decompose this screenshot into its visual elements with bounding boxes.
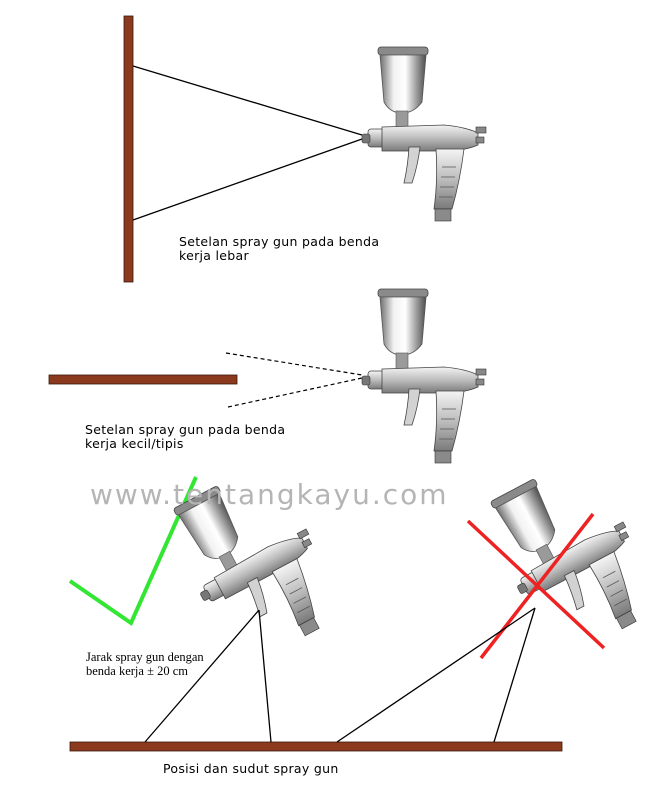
spray-fan-dashed-bottom: [227, 377, 363, 408]
spray-gun-icon: [361, 288, 487, 464]
spray-line-right-inner: [493, 607, 536, 743]
check-mark-icon: [68, 476, 198, 627]
spray-fan-bottom-line: [132, 138, 363, 221]
label-distance-line1: Jarak spray gun dengan: [86, 650, 204, 664]
spray-fan-top-line: [132, 65, 363, 136]
workpiece-wide: [123, 15, 134, 283]
label-thin-workpiece-line2: kerja kecil/tipis: [85, 436, 184, 451]
watermark-text: www.tentangkayu.com: [90, 478, 449, 511]
spray-line-left-inner: [258, 609, 272, 743]
spray-fan-dashed-top: [225, 352, 363, 376]
spray-line-left-outer: [144, 609, 260, 743]
label-distance-line2: benda kerja ± 20 cm: [86, 664, 188, 678]
workpiece-thin: [48, 374, 238, 385]
spray-gun-icon: [361, 46, 487, 222]
label-thin-workpiece-line1: Setelan spray gun pada benda: [85, 422, 286, 437]
label-position-angle: Posisi dan sudut spray gun: [163, 761, 339, 776]
label-wide-workpiece-line2: kerja lebar: [179, 248, 249, 263]
label-wide-workpiece-line1: Setelan spray gun pada benda: [179, 234, 380, 249]
workpiece-base: [69, 741, 563, 752]
spray-line-right-outer: [336, 607, 536, 743]
cross-mark-icon: [466, 512, 606, 660]
